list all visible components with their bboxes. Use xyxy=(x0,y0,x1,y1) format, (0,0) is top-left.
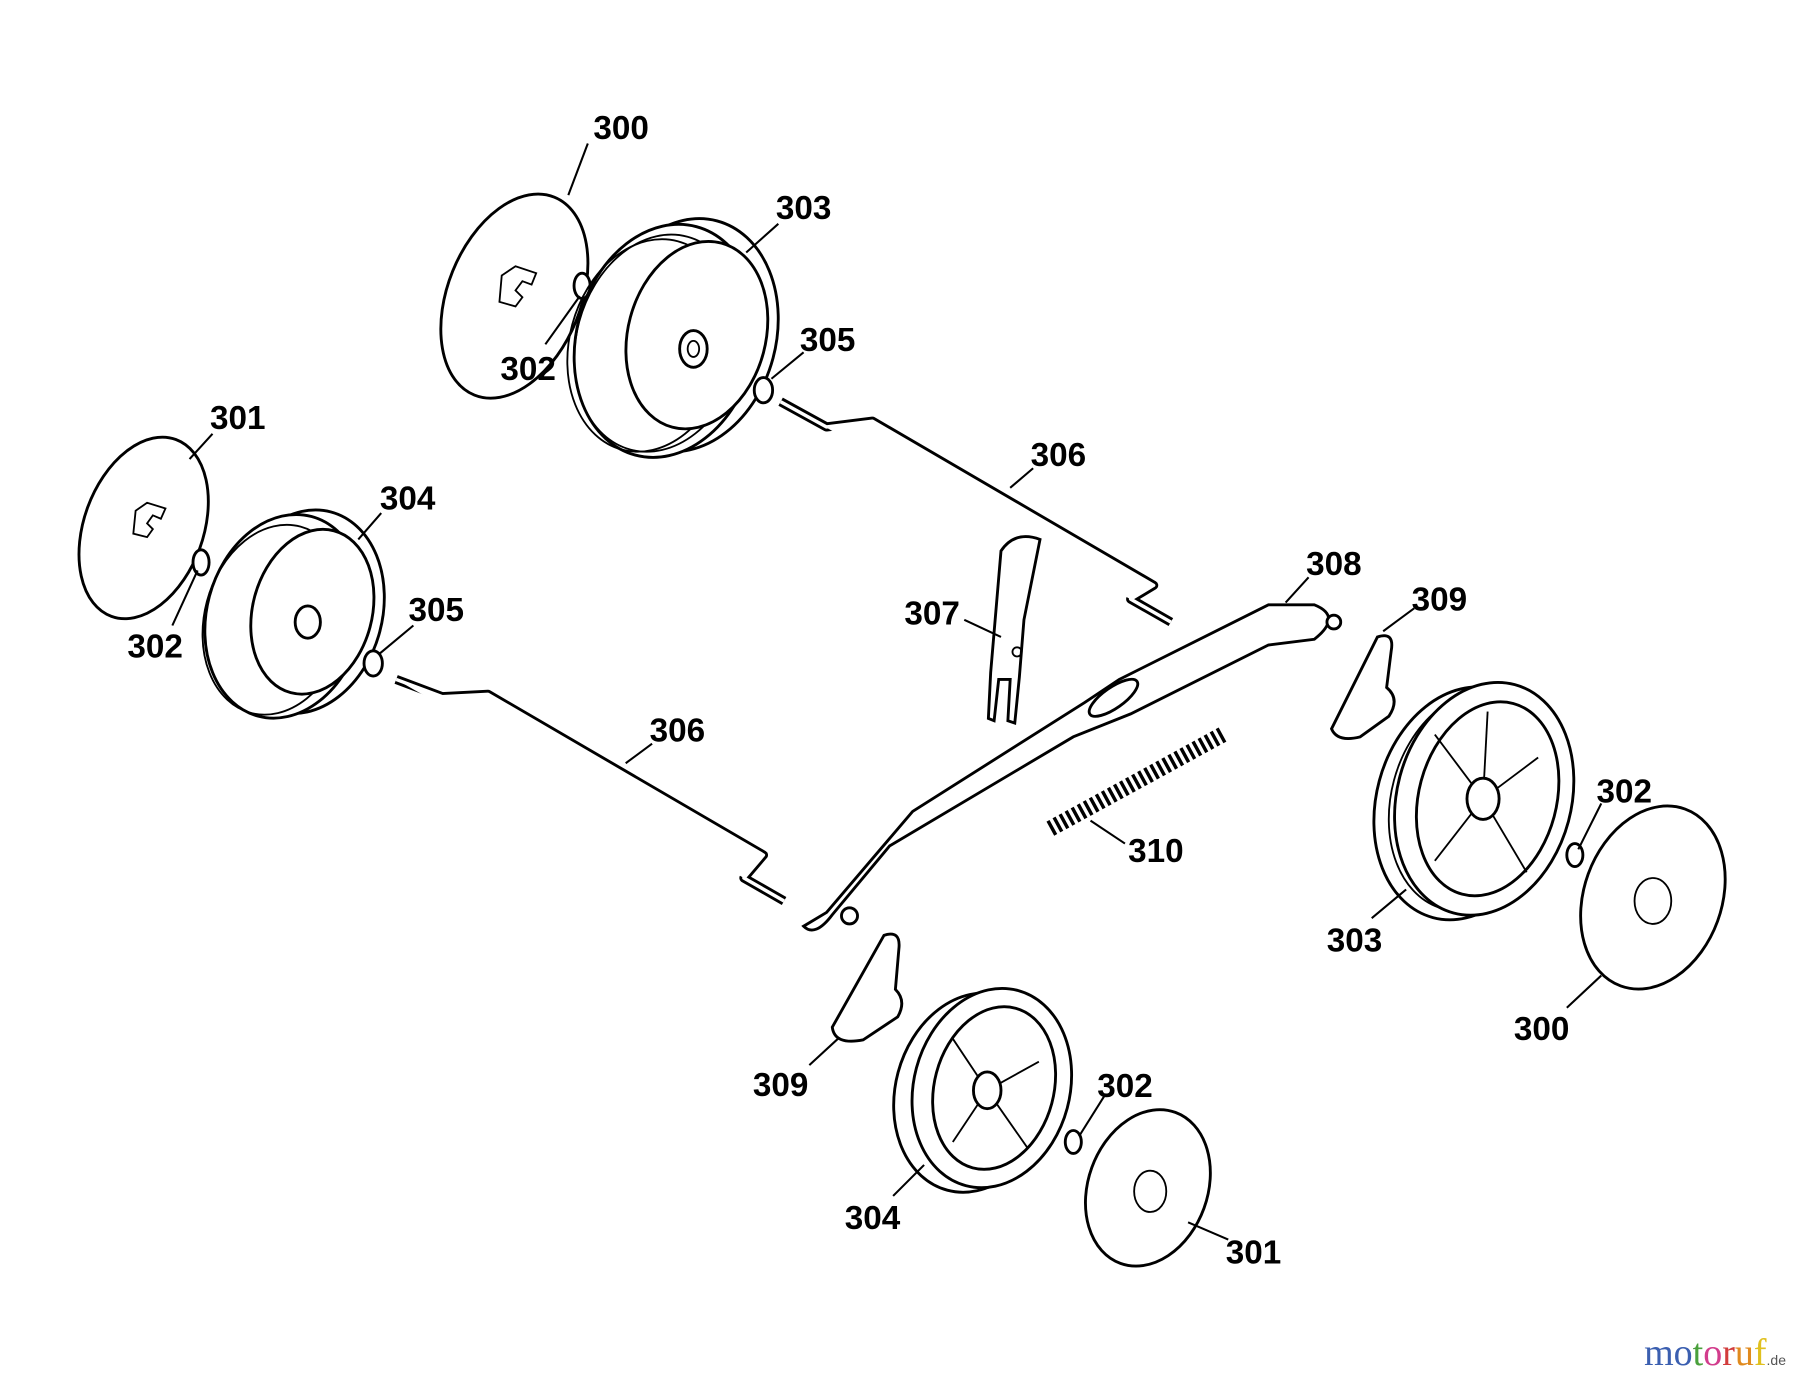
washer-302-left xyxy=(191,548,211,577)
part-label-307: 307 xyxy=(904,595,960,632)
lever-307 xyxy=(986,535,1042,725)
watermark-letter: u xyxy=(1734,1332,1754,1374)
part-label-304: 304 xyxy=(380,481,436,518)
part-label-306: 306 xyxy=(650,712,706,749)
part-label-301: 301 xyxy=(210,400,266,437)
part-label-310: 310 xyxy=(1128,833,1184,870)
watermark-text: motoruf xyxy=(1644,1331,1766,1375)
part-label-303: 303 xyxy=(1327,922,1383,959)
wheel-304-lower xyxy=(892,986,1074,1194)
part-label-302: 302 xyxy=(127,629,183,666)
part-label-300: 300 xyxy=(1514,1011,1570,1048)
washer-302-lower xyxy=(1063,1129,1083,1155)
watermark-letter: o xyxy=(1673,1332,1693,1374)
part-label-300: 300 xyxy=(593,110,649,147)
wheel-303-right xyxy=(1372,680,1576,922)
spring-310 xyxy=(1046,727,1227,836)
height-adjust-bar-308 xyxy=(801,603,1343,932)
hubcap-301-left xyxy=(77,435,210,621)
part-label-304: 304 xyxy=(845,1200,901,1237)
part-label-308: 308 xyxy=(1306,546,1362,583)
wheel-303-upper xyxy=(566,217,780,459)
part-label-302: 302 xyxy=(1596,773,1652,810)
watermark-suffix: .de xyxy=(1766,1352,1786,1368)
leader-lines xyxy=(171,143,1603,1241)
washer-305-upper xyxy=(752,376,775,405)
hubcap-300-right xyxy=(1579,804,1727,991)
part-label-309: 309 xyxy=(1412,582,1468,619)
watermark-letter: f xyxy=(1753,1332,1767,1374)
watermark-letter: m xyxy=(1644,1332,1674,1374)
part-label-309: 309 xyxy=(753,1067,809,1104)
watermark-letter: o xyxy=(1703,1332,1723,1374)
watermark-letter: r xyxy=(1722,1332,1735,1374)
part-label-305: 305 xyxy=(800,322,856,359)
bracket-309-lower xyxy=(830,932,904,1043)
watermark-logo: motoruf.de xyxy=(1644,1331,1786,1375)
hubcap-301-lower xyxy=(1084,1108,1212,1268)
washer-305-left xyxy=(362,649,384,678)
wheel-304-left xyxy=(201,508,386,720)
part-label-303: 303 xyxy=(776,190,832,227)
watermark-letter: t xyxy=(1692,1332,1704,1374)
hubcap-300-upper xyxy=(439,192,590,400)
part-label-301: 301 xyxy=(1226,1235,1282,1272)
part-label-306: 306 xyxy=(1031,437,1087,474)
part-label-305: 305 xyxy=(409,592,465,629)
part-label-302: 302 xyxy=(500,351,556,388)
part-label-302: 302 xyxy=(1097,1068,1153,1105)
bracket-309-right xyxy=(1329,634,1396,740)
